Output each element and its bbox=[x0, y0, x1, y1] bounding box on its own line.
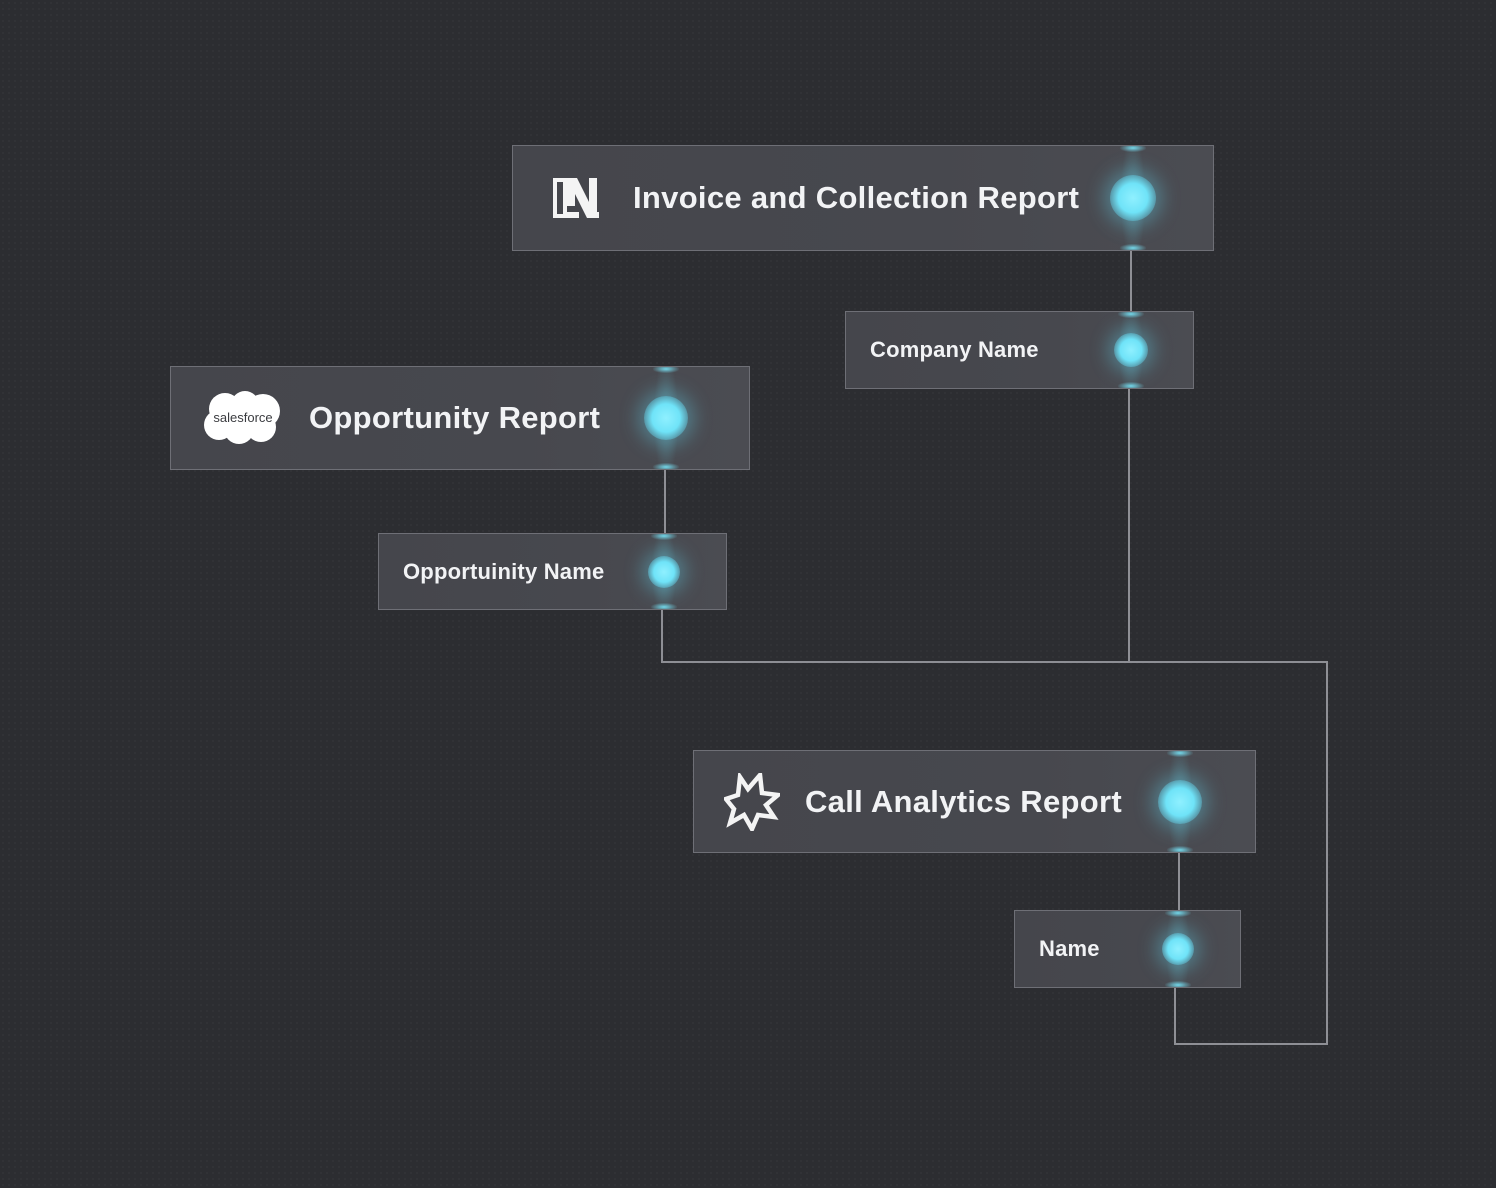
invoice-collection-report-node[interactable]: Invoice and Collection Report bbox=[512, 145, 1214, 251]
opportunity-name-label: Opportuinity Name bbox=[403, 558, 605, 584]
port-glow-icon bbox=[1110, 175, 1156, 221]
invoice-collection-report-label: Invoice and Collection Report bbox=[633, 180, 1080, 215]
netsuite-icon bbox=[551, 174, 601, 222]
opportunity-report-label: Opportunity Report bbox=[309, 400, 601, 435]
salesforce-icon: salesforce bbox=[201, 389, 285, 447]
opportunity-report-node[interactable]: salesforce Opportunity Report bbox=[170, 366, 750, 470]
name-field-port[interactable] bbox=[1149, 911, 1207, 987]
call-analytics-report-node[interactable]: Call Analytics Report bbox=[693, 750, 1256, 853]
company-name-port[interactable] bbox=[1102, 312, 1160, 388]
invoice-report-port[interactable] bbox=[1104, 146, 1162, 250]
starburst-icon bbox=[724, 773, 780, 831]
edge-opportunity-name-to-company bbox=[661, 389, 1130, 663]
edge-company-to-name bbox=[1129, 661, 1328, 1045]
opportunity-name-port[interactable] bbox=[635, 534, 693, 609]
port-glow-icon bbox=[1114, 333, 1148, 367]
port-glow-icon bbox=[648, 555, 680, 588]
port-glow-icon bbox=[1158, 779, 1202, 824]
call-analytics-report-port[interactable] bbox=[1151, 751, 1209, 852]
port-glow-icon bbox=[644, 396, 688, 440]
port-glow-icon bbox=[1162, 933, 1194, 965]
call-analytics-report-label: Call Analytics Report bbox=[805, 783, 1122, 819]
salesforce-icon-text: salesforce bbox=[213, 410, 272, 425]
name-field-node[interactable]: Name bbox=[1014, 910, 1241, 988]
opportunity-name-field-node[interactable]: Opportuinity Name bbox=[378, 533, 727, 610]
company-name-field-node[interactable]: Company Name bbox=[845, 311, 1194, 389]
name-label: Name bbox=[1039, 936, 1100, 961]
company-name-label: Company Name bbox=[870, 337, 1039, 362]
opportunity-report-port[interactable] bbox=[637, 367, 695, 469]
